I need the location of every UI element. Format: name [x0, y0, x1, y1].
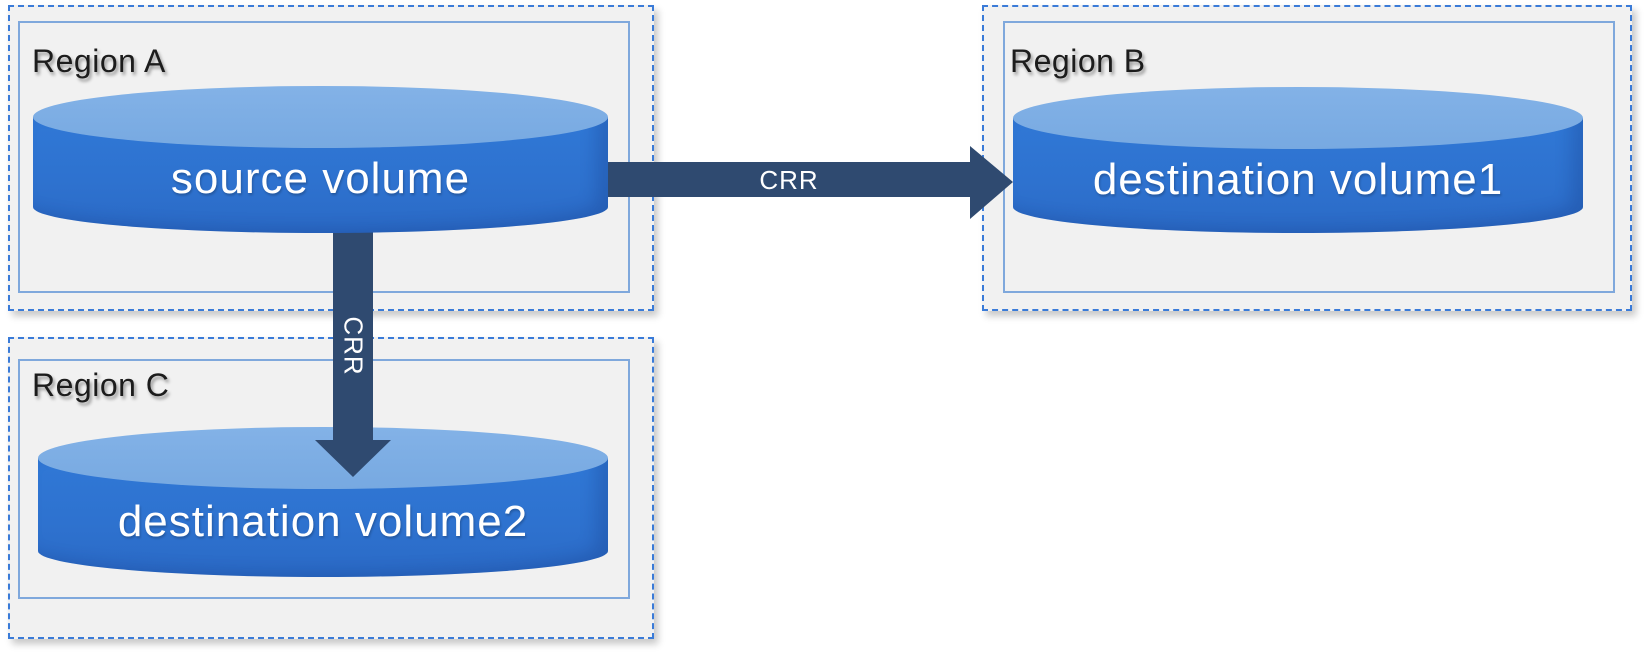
- source-volume-cylinder: source volume: [33, 86, 608, 233]
- destination-volume2-cylinder: destination volume2: [38, 427, 608, 577]
- region-a-label: Region A: [32, 43, 166, 79]
- region-c-label: Region C: [32, 367, 170, 403]
- destination-volume2-label: destination volume2: [117, 496, 529, 546]
- source-volume-top-ellipse: [33, 86, 608, 148]
- destination-volume2-top-ellipse: [38, 427, 608, 489]
- source-volume-label: source volume: [170, 154, 471, 203]
- crr-horizontal-label: CRR: [759, 164, 819, 195]
- destination-volume1-top-ellipse: [1013, 87, 1583, 149]
- region-b-label: Region B: [1010, 43, 1146, 79]
- crr-arrow-horizontal: [608, 146, 1013, 219]
- destination-volume1-cylinder: destination volume1: [1013, 87, 1583, 233]
- destination-volume1-label: destination volume1: [1092, 154, 1504, 204]
